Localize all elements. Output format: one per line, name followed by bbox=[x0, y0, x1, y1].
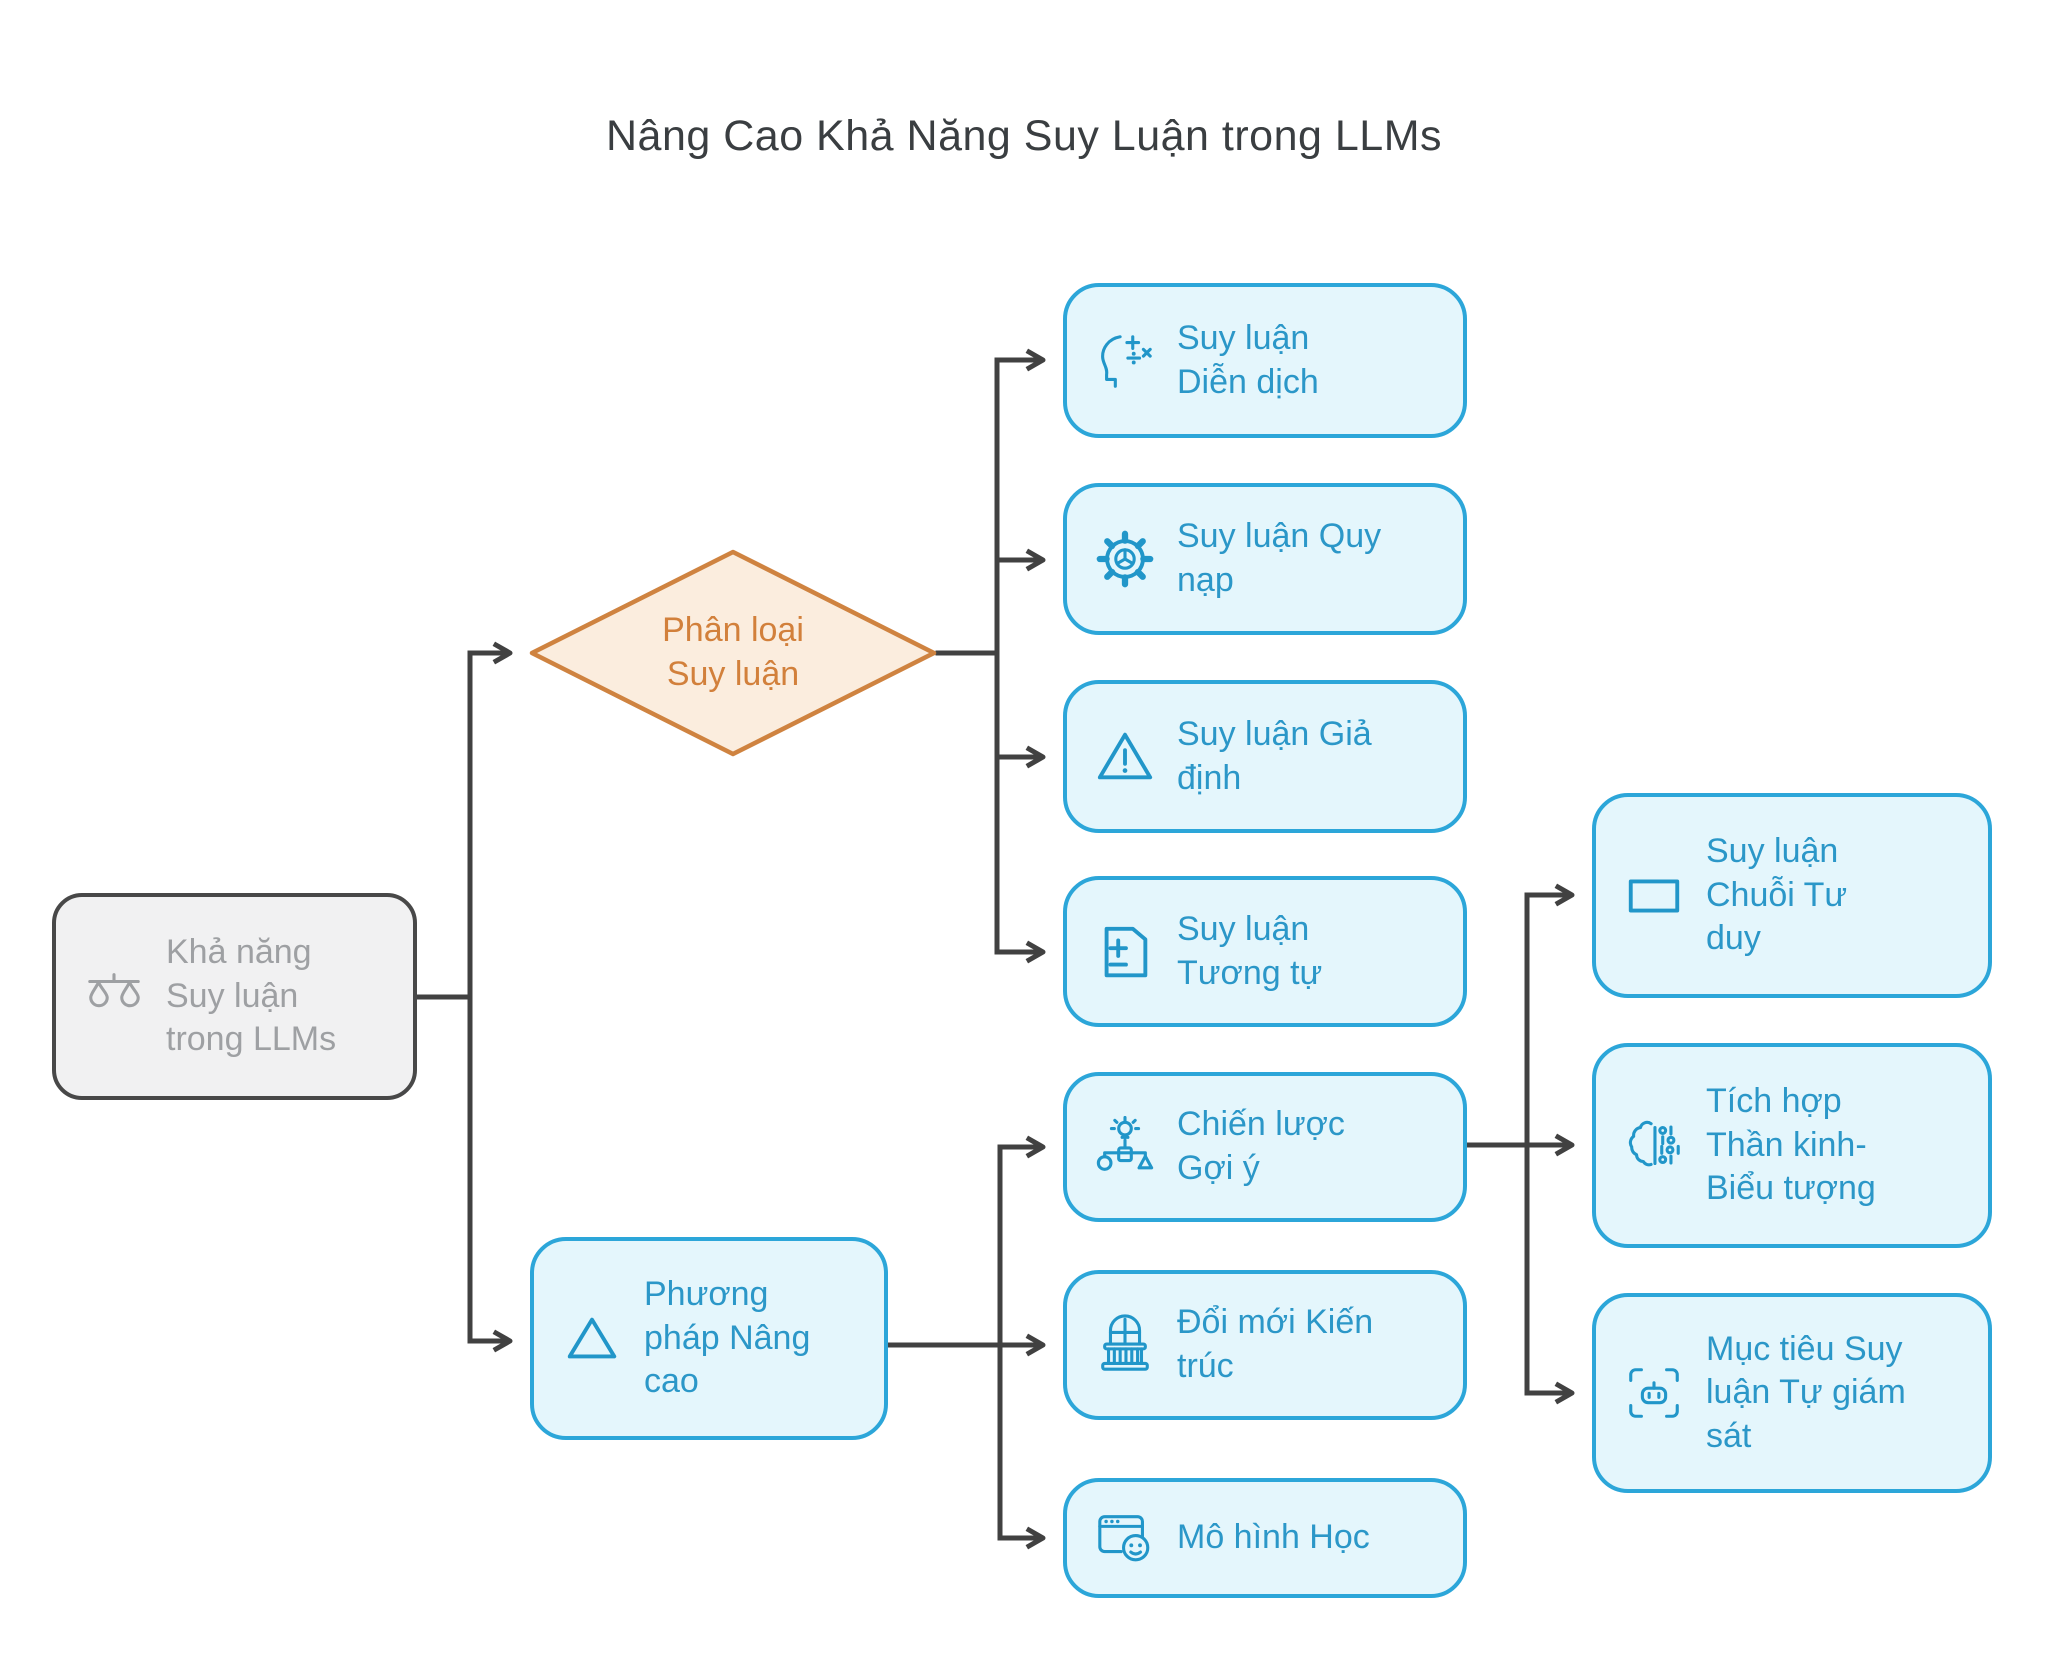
architecture-icon bbox=[1093, 1314, 1157, 1376]
node-suy-luan-gia-dinh[interactable]: Suy luận Giả định bbox=[1063, 680, 1467, 833]
node-suy-luan-tuong-tu[interactable]: Suy luận Tương tự bbox=[1063, 876, 1467, 1027]
node-suy-luan-chuoi-tu-duy[interactable]: Suy luận Chuỗi Tư duy bbox=[1592, 793, 1992, 998]
node-label: Mô hình Học bbox=[1177, 1518, 1370, 1557]
node-label: Phân loại Suy luận bbox=[662, 611, 804, 693]
brain-binary-icon bbox=[1622, 1115, 1686, 1177]
node-label: Mục tiêu Suy luận Tự giám sát bbox=[1706, 1329, 1906, 1455]
browser-smiley-icon bbox=[1093, 1507, 1157, 1569]
gear-icon bbox=[1093, 528, 1157, 590]
node-muc-tieu-suy-luan-tu-giam-sat[interactable]: Mục tiêu Suy luận Tự giám sát bbox=[1592, 1293, 1992, 1493]
warning-triangle-icon bbox=[1093, 726, 1157, 788]
node-label: Suy luận Diễn dịch bbox=[1177, 318, 1319, 401]
node-suy-luan-dien-dich[interactable]: Suy luận Diễn dịch bbox=[1063, 283, 1467, 438]
document-plus-minus-icon bbox=[1093, 921, 1157, 983]
idea-shapes-icon bbox=[1093, 1116, 1157, 1178]
node-label: Chiến lược Gợi ý bbox=[1177, 1105, 1345, 1187]
triangle-icon bbox=[560, 1308, 624, 1370]
node-label: Suy luận Giả định bbox=[1177, 714, 1372, 797]
node-phuong-phap-nang-cao[interactable]: Phương pháp Nâng cao bbox=[530, 1237, 888, 1440]
head-calculation-icon bbox=[1093, 330, 1157, 392]
balance-scale-icon bbox=[82, 966, 146, 1028]
node-label: Suy luận Chuỗi Tư duy bbox=[1706, 832, 1848, 958]
node-label: Tích hợp Thần kinh- Biểu tượng bbox=[1706, 1082, 1876, 1208]
node-label: Khả năng Suy luận trong LLMs bbox=[166, 933, 337, 1059]
node-label: Phương pháp Nâng cao bbox=[644, 1275, 811, 1401]
node-chien-luoc-goi-y[interactable]: Chiến lược Gợi ý bbox=[1063, 1072, 1467, 1222]
rectangle-icon bbox=[1622, 865, 1686, 927]
node-doi-moi-kien-truc[interactable]: Đổi mới Kiến trúc bbox=[1063, 1270, 1467, 1420]
node-tich-hop-than-kinh-bieu-tuong[interactable]: Tích hợp Thần kinh- Biểu tượng bbox=[1592, 1043, 1992, 1248]
diamond-shape bbox=[529, 549, 937, 757]
node-label: Suy luận Quy nạp bbox=[1177, 517, 1382, 599]
node-phan-loai-suy-luan[interactable]: Phân loại Suy luận bbox=[528, 548, 938, 758]
node-suy-luan-quy-nap[interactable]: Suy luận Quy nạp bbox=[1063, 483, 1467, 635]
node-label: Suy luận Tương tự bbox=[1177, 909, 1323, 992]
robot-scan-icon bbox=[1622, 1362, 1686, 1424]
page-title: Nâng Cao Khả Năng Suy Luận trong LLMs bbox=[605, 112, 1443, 160]
node-kha-nang-suy-luan[interactable]: Khả năng Suy luận trong LLMs bbox=[52, 893, 417, 1100]
node-label: Đổi mới Kiến trúc bbox=[1177, 1303, 1374, 1385]
node-mo-hinh-hoc[interactable]: Mô hình Học bbox=[1063, 1478, 1467, 1598]
